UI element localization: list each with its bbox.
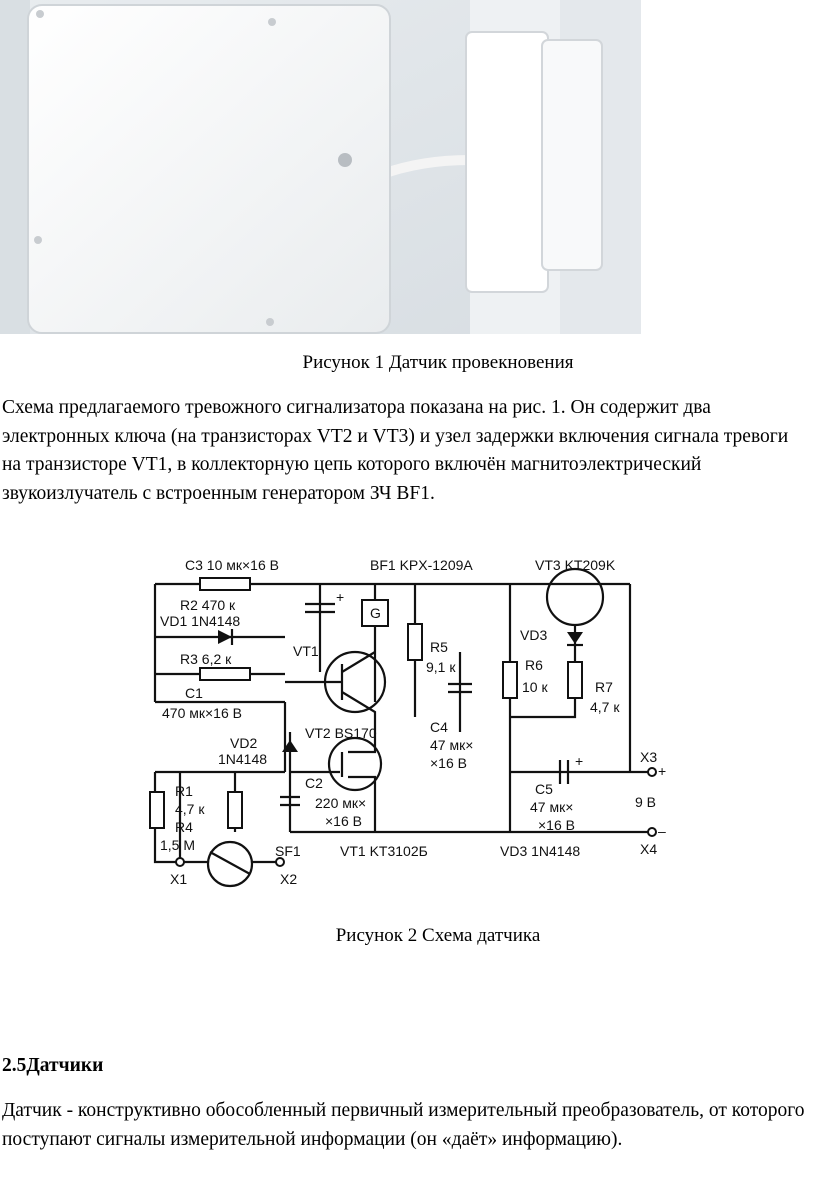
label-x2: X2	[280, 871, 297, 887]
label-r3: R3 6,2 к	[180, 651, 232, 667]
circuit-schematic: C3 10 мк×16 В BF1 KPX-1209A VT3 KT209K R…	[149, 557, 666, 888]
figure1-caption: Рисунок 1 Датчик провекновения	[302, 352, 574, 373]
label-vd2-value: 1N4148	[218, 751, 267, 767]
label-r5-value: 9,1 к	[426, 659, 456, 675]
label-c2-value-2: ×16 В	[325, 813, 362, 829]
label-c5-plus: +	[575, 753, 583, 769]
label-vd3-top: VD3	[520, 627, 547, 643]
label-x3: X3	[640, 749, 657, 765]
label-c1: C1	[185, 685, 203, 701]
label-vt3: VT3 KT209K	[535, 557, 616, 573]
label-sf1: SF1	[275, 843, 301, 859]
label-c5-value-2: ×16 В	[538, 817, 575, 833]
label-vd3-note: VD3 1N4148	[500, 843, 580, 859]
label-c5: C5	[535, 781, 553, 797]
label-g: G	[370, 605, 381, 621]
label-c4: C4	[430, 719, 448, 735]
label-r6-value: 10 к	[522, 679, 548, 695]
label-r1-value: 4,7 к	[175, 801, 205, 817]
label-c3-plus: +	[336, 589, 344, 605]
label-x4-minus: –	[658, 823, 666, 839]
section-number: 2.5	[2, 1055, 27, 1076]
section-heading: 2.5Датчики	[2, 1055, 103, 1077]
label-r7: R7	[595, 679, 613, 695]
label-c4-value-2: ×16 В	[430, 755, 467, 771]
label-r7-value: 4,7 к	[590, 699, 620, 715]
sensor-photo	[0, 0, 641, 334]
label-vt2: VT2 BS170	[305, 725, 377, 741]
label-r4-value: 1,5 М	[160, 837, 195, 853]
label-vt1-top: VT1	[293, 643, 319, 659]
label-c3: C3 10 мк×16 В	[185, 557, 279, 573]
label-x4: X4	[640, 841, 657, 857]
paragraph-alarm-description: Схема предлагаемого тревожного сигнализа…	[2, 397, 789, 504]
label-volt: 9 В	[635, 794, 656, 810]
label-r5: R5	[430, 639, 448, 655]
label-x3-plus: +	[658, 763, 666, 779]
label-bf1: BF1 KPX-1209A	[370, 557, 473, 573]
label-c4-value-1: 47 мк×	[430, 737, 473, 753]
label-vt1-note: VT1 KT3102Б	[340, 843, 428, 859]
label-r2: R2 470 к	[180, 597, 236, 613]
label-r4: R4	[175, 819, 193, 835]
label-c2: C2	[305, 775, 323, 791]
label-vd1: VD1 1N4148	[160, 613, 240, 629]
label-c1-value: 470 мк×16 В	[162, 705, 242, 721]
label-c2-value-1: 220 мк×	[315, 795, 366, 811]
label-c5-value-1: 47 мк×	[530, 799, 573, 815]
label-r1: R1	[175, 783, 193, 799]
figure2-caption: Рисунок 2 Схема датчика	[335, 925, 541, 946]
section-title: Датчики	[26, 1055, 104, 1076]
label-vd2: VD2	[230, 735, 257, 751]
label-r6: R6	[525, 657, 543, 673]
paragraph-sensor-definition: Датчик - конструктивно обособленный перв…	[2, 1100, 805, 1150]
label-x1: X1	[170, 871, 187, 887]
